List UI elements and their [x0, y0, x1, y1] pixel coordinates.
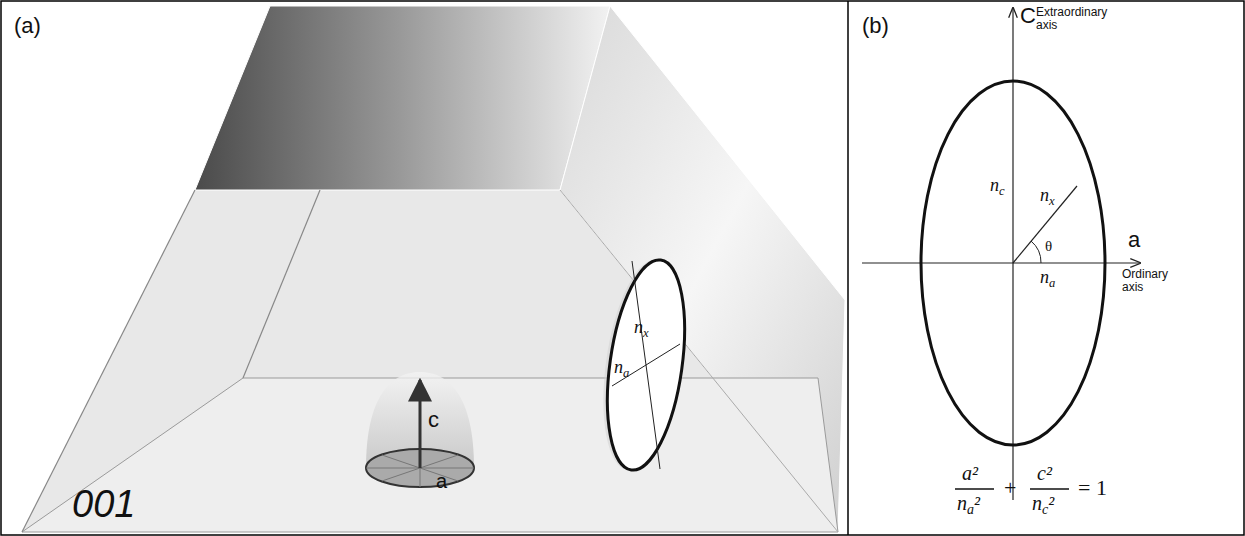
index-label: nc — [990, 176, 1005, 196]
equation-term: na² — [957, 492, 980, 514]
axis-label: C — [1020, 4, 1036, 28]
equation-term: nc² — [1032, 492, 1054, 514]
index-label: nx — [1040, 186, 1055, 206]
edge-line — [243, 190, 320, 378]
axis-label: a — [1128, 228, 1140, 252]
axis-caption: Ordinary axis — [1122, 268, 1182, 294]
index-ellipse — [921, 81, 1105, 445]
panel-label: (a) — [14, 14, 41, 38]
minor-axis — [612, 344, 680, 386]
section-ellipse — [596, 255, 697, 475]
index-label: na — [1040, 268, 1055, 288]
ordinary-axis — [862, 262, 1140, 263]
edge-line — [560, 190, 838, 532]
edge-line — [22, 190, 195, 532]
axis-label: a — [436, 470, 447, 492]
axis-caption: Extraordinary axis — [1036, 6, 1116, 32]
axis-label: c — [428, 408, 439, 432]
equation-term: a² — [962, 462, 978, 484]
fraction-bar — [1030, 488, 1069, 489]
face-index: 001 — [72, 484, 135, 526]
c-axis-arrow — [419, 380, 422, 468]
angle-label: θ — [1045, 238, 1052, 255]
equation-term: c² — [1037, 462, 1052, 484]
index-label: nx — [634, 318, 649, 338]
equation-term: = 1 — [1078, 476, 1107, 500]
equation-term: + — [1004, 476, 1016, 500]
radius-line — [1013, 186, 1077, 263]
fraction-bar — [955, 488, 994, 489]
index-label: na — [614, 358, 629, 378]
panel-divider — [847, 1, 849, 535]
top-face — [195, 6, 610, 190]
angle-arc — [1031, 241, 1041, 263]
panel-label: (b) — [862, 14, 889, 38]
